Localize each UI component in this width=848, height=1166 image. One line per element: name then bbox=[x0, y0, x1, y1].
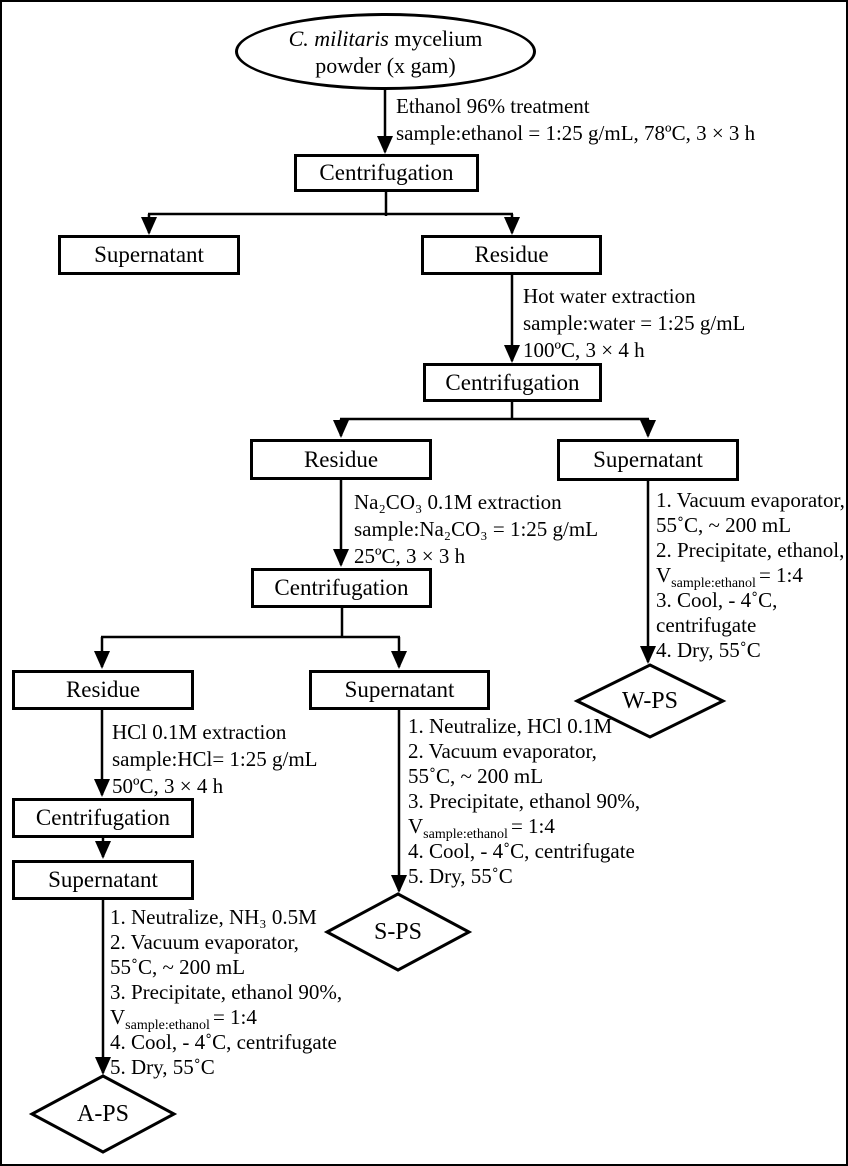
sps-steps-list: 1. Neutralize, HCl 0.1M 2. Vacuum evapor… bbox=[408, 714, 641, 888]
centrifugation-1-box: Centrifugation bbox=[294, 154, 479, 192]
residue-2-box: Residue bbox=[250, 439, 432, 480]
wps-volume-ratio: Vsample:ethanol= 1:4 bbox=[656, 563, 803, 592]
hot-water-extraction-label: Hot water extraction sample:water = 1:25… bbox=[523, 284, 746, 362]
supernatant-2-box: Supernatant bbox=[557, 439, 739, 481]
sps-result-label: S-PS bbox=[373, 918, 423, 945]
supernatant-4-box: Supernatant bbox=[12, 860, 194, 900]
supernatant-1-box: Supernatant bbox=[58, 235, 240, 275]
stage2-connectors bbox=[333, 274, 656, 664]
hcl-extraction-label: HCl 0.1M extraction sample:HCl= 1:25 g/m… bbox=[112, 720, 318, 798]
stage3-connectors bbox=[94, 479, 407, 893]
na2co3-extraction-label: Na₂CO₃ 0.1M extraction sample:Na₂CO₃ = 1… bbox=[354, 490, 599, 568]
aps-diamond-shape bbox=[28, 1074, 178, 1154]
residue-3-box: Residue bbox=[12, 670, 194, 710]
ethanol-treatment-label: Ethanol 96% treatment sample:ethanol = 1… bbox=[396, 94, 756, 145]
aps-result-label: A-PS bbox=[76, 1100, 130, 1127]
result-diamonds bbox=[28, 663, 727, 1154]
centrifugation-3-box: Centrifugation bbox=[251, 568, 432, 608]
wps-diamond-shape bbox=[573, 663, 727, 739]
stage1-connectors bbox=[141, 88, 520, 235]
aps-steps-list: 1. Neutralize, NH₃ 0.5M 2. Vacuum evapor… bbox=[110, 905, 343, 1079]
wps-result-label: W-PS bbox=[621, 687, 678, 714]
start-node-line1: C. militaris mycelium bbox=[288, 25, 483, 51]
residue-1-box: Residue bbox=[421, 235, 602, 275]
sps-volume-ratio: Vsample:ethanol= 1:4 bbox=[408, 814, 555, 843]
supernatant-3-box: Supernatant bbox=[309, 670, 490, 710]
wps-steps-list: 1. Vacuum evaporator, 55˚C, ~ 200 mL 2. … bbox=[656, 488, 845, 662]
aps-volume-ratio: Vsample:ethanol= 1:4 bbox=[110, 1005, 257, 1034]
start-node-line2: powder (x gam) bbox=[315, 52, 456, 78]
centrifugation-2-box: Centrifugation bbox=[423, 363, 602, 402]
centrifugation-4-box: Centrifugation bbox=[12, 798, 194, 838]
species-name: C. militaris bbox=[288, 25, 389, 51]
start-node-ellipse: C. militaris mycelium powder (x gam) bbox=[235, 13, 536, 90]
stage4-connectors bbox=[94, 710, 111, 1075]
sps-diamond-shape bbox=[323, 892, 473, 972]
